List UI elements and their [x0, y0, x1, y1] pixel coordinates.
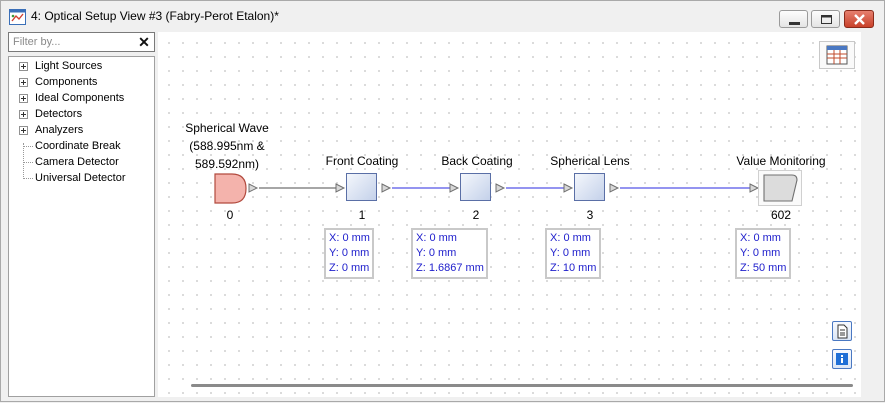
detector-icon[interactable] [758, 170, 802, 206]
position-y: Y: 0 mm [550, 247, 591, 259]
output-port-icon[interactable] [248, 183, 259, 193]
expand-icon[interactable] [19, 62, 28, 71]
tree-guide-line [23, 143, 24, 179]
output-port-icon[interactable] [609, 183, 620, 193]
optical-setup-icon [9, 9, 26, 25]
front-coating-component[interactable] [346, 173, 377, 201]
output-port-icon[interactable] [381, 183, 392, 193]
tree-connector [23, 146, 33, 147]
tree-item-detectors[interactable]: Detectors [9, 106, 154, 122]
minimize-icon [789, 22, 800, 25]
component-label: Spherical Lens [550, 154, 630, 168]
info-button[interactable] [832, 349, 852, 369]
position-x: X: 0 mm [550, 232, 591, 244]
info-icon [836, 353, 848, 365]
expand-icon[interactable] [19, 78, 28, 87]
tree-item-label: Camera Detector [35, 156, 119, 168]
detector-label: Value Monitoring [736, 154, 826, 168]
position-z: Z: 1.6867 mm [416, 262, 484, 274]
tree-item-ideal-components[interactable]: Ideal Components [9, 90, 154, 106]
maximize-button[interactable] [811, 10, 840, 28]
component-index: 3 [586, 208, 594, 222]
source-index: 0 [226, 208, 234, 222]
detector-index: 602 [770, 208, 792, 222]
table-view-button[interactable] [819, 41, 855, 69]
position-box[interactable]: X: 0 mm Y: 0 mm Z: 10 mm [545, 228, 601, 279]
document-icon [837, 324, 848, 339]
tree-item-label: Light Sources [35, 60, 103, 72]
position-z: Z: 10 mm [550, 262, 597, 274]
source-label-line: Spherical Wave [185, 121, 269, 135]
spherical-lens-component[interactable] [574, 173, 605, 201]
component-label: Front Coating [325, 154, 399, 168]
component-index: 1 [358, 208, 366, 222]
expand-icon[interactable] [19, 110, 28, 119]
tree-item-label: Universal Detector [35, 172, 126, 184]
tree-connector [23, 162, 33, 163]
component-tree: Light Sources Components Ideal Component… [8, 56, 155, 397]
minimize-button[interactable] [779, 10, 808, 28]
tree-item-light-sources[interactable]: Light Sources [9, 58, 154, 74]
position-y: Y: 0 mm [416, 247, 457, 259]
input-port-icon[interactable] [563, 183, 574, 193]
close-icon [854, 14, 865, 25]
position-z: Z: 50 mm [740, 262, 787, 274]
position-z: Z: 0 mm [329, 262, 370, 274]
component-label: Back Coating [441, 154, 513, 168]
tree-item-components[interactable]: Components [9, 74, 154, 90]
component-index: 2 [472, 208, 480, 222]
filter-input[interactable] [11, 34, 131, 50]
position-box[interactable]: X: 0 mm Y: 0 mm Z: 50 mm [735, 228, 791, 279]
input-port-icon[interactable] [449, 183, 460, 193]
position-y: Y: 0 mm [740, 247, 781, 259]
source-label-line: 589.592nm) [194, 157, 260, 171]
maximize-icon [821, 15, 832, 24]
title-bar[interactable]: 4: Optical Setup View #3 (Fabry-Perot Et… [1, 1, 884, 31]
vertical-scroll-area[interactable] [861, 32, 883, 397]
expand-icon[interactable] [19, 94, 28, 103]
table-view-icon [826, 45, 848, 65]
tree-item-camera-detector[interactable]: Camera Detector [9, 154, 154, 170]
input-port-icon[interactable] [749, 183, 760, 193]
setup-canvas[interactable] [158, 32, 861, 397]
tree-item-universal-detector[interactable]: Universal Detector [9, 170, 154, 186]
tree-item-label: Components [35, 76, 98, 88]
output-port-icon[interactable] [495, 183, 506, 193]
tree-item-label: Coordinate Break [35, 140, 121, 152]
tree-connector [23, 178, 33, 179]
position-x: X: 0 mm [416, 232, 457, 244]
component-library-panel: ✕ Light Sources Components Ideal Compone… [8, 32, 155, 397]
window-title: 4: Optical Setup View #3 (Fabry-Perot Et… [31, 9, 279, 23]
position-y: Y: 0 mm [329, 247, 370, 259]
back-coating-component[interactable] [460, 173, 491, 201]
position-box[interactable]: X: 0 mm Y: 0 mm Z: 0 mm [324, 228, 374, 279]
input-port-icon[interactable] [335, 183, 346, 193]
tree-item-coordinate-break[interactable]: Coordinate Break [9, 138, 154, 154]
tree-item-analyzers[interactable]: Analyzers [9, 122, 154, 138]
tree-item-label: Analyzers [35, 124, 84, 136]
expand-icon[interactable] [19, 126, 28, 135]
tree-item-label: Detectors [35, 108, 83, 120]
horizontal-scrollbar[interactable] [191, 384, 853, 387]
close-button[interactable] [844, 10, 874, 28]
source-label-line: (588.995nm & [189, 139, 265, 153]
tree-item-label: Ideal Components [35, 92, 125, 104]
clear-filter-icon[interactable]: ✕ [138, 34, 150, 50]
filter-box: ✕ [8, 32, 155, 52]
position-box[interactable]: X: 0 mm Y: 0 mm Z: 1.6867 mm [411, 228, 488, 279]
source-label: Spherical Wave (588.995nm & 589.592nm) [174, 119, 280, 173]
document-button[interactable] [832, 321, 852, 341]
position-x: X: 0 mm [740, 232, 781, 244]
position-x: X: 0 mm [329, 232, 370, 244]
light-source-icon[interactable] [214, 173, 248, 204]
